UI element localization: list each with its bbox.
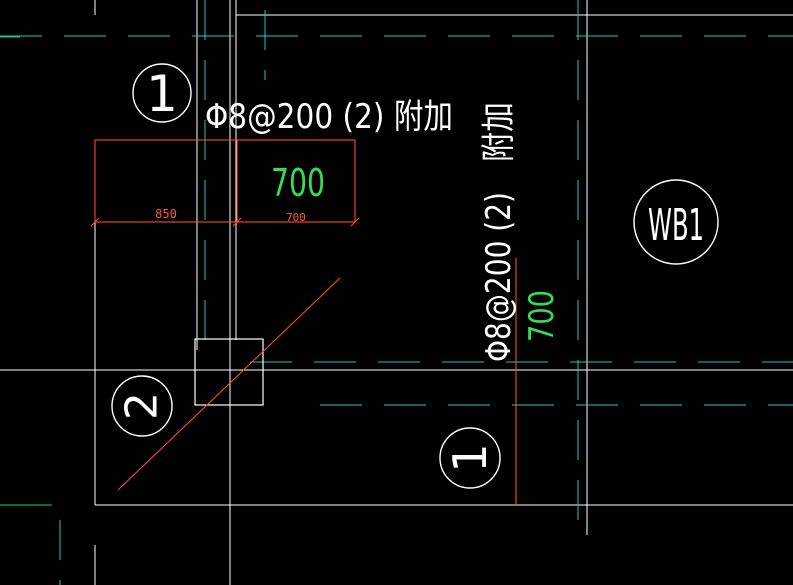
marker-1-bottom-label: 1 [443,443,497,472]
marker-circle-1-top[interactable] [132,63,192,123]
dimension-ticks [90,217,360,227]
rebar-length-top: 700 [271,161,325,205]
dim-tick [232,217,242,227]
rebar-spec-side-group: Φ8@200 (2) 附加 [479,102,519,362]
marker-1-top-label: 1 [146,65,178,123]
section-diagonal-line [117,277,341,491]
slab-mark-circle[interactable] [633,179,719,265]
rebar-spec-side-suffix: 附加 [479,102,519,162]
slab-mark-label: WB1 [648,200,704,251]
column-section-box [194,338,264,406]
dimension-left: 850 [155,207,177,221]
rebar-top-box [94,139,356,223]
rebar-spec-top: Φ8@200 (2) 附加 [205,97,453,137]
marker-2-label: 2 [117,392,168,420]
rebar-spec-side: Φ8@200 (2) [479,192,519,362]
rebar-length-side: 700 [522,290,562,342]
dim-tick [90,217,100,227]
dimension-right: 700 [286,211,306,224]
dim-tick [350,217,360,227]
marker-circle-1-bottom[interactable] [439,427,501,489]
marker-circle-2[interactable] [111,375,173,437]
